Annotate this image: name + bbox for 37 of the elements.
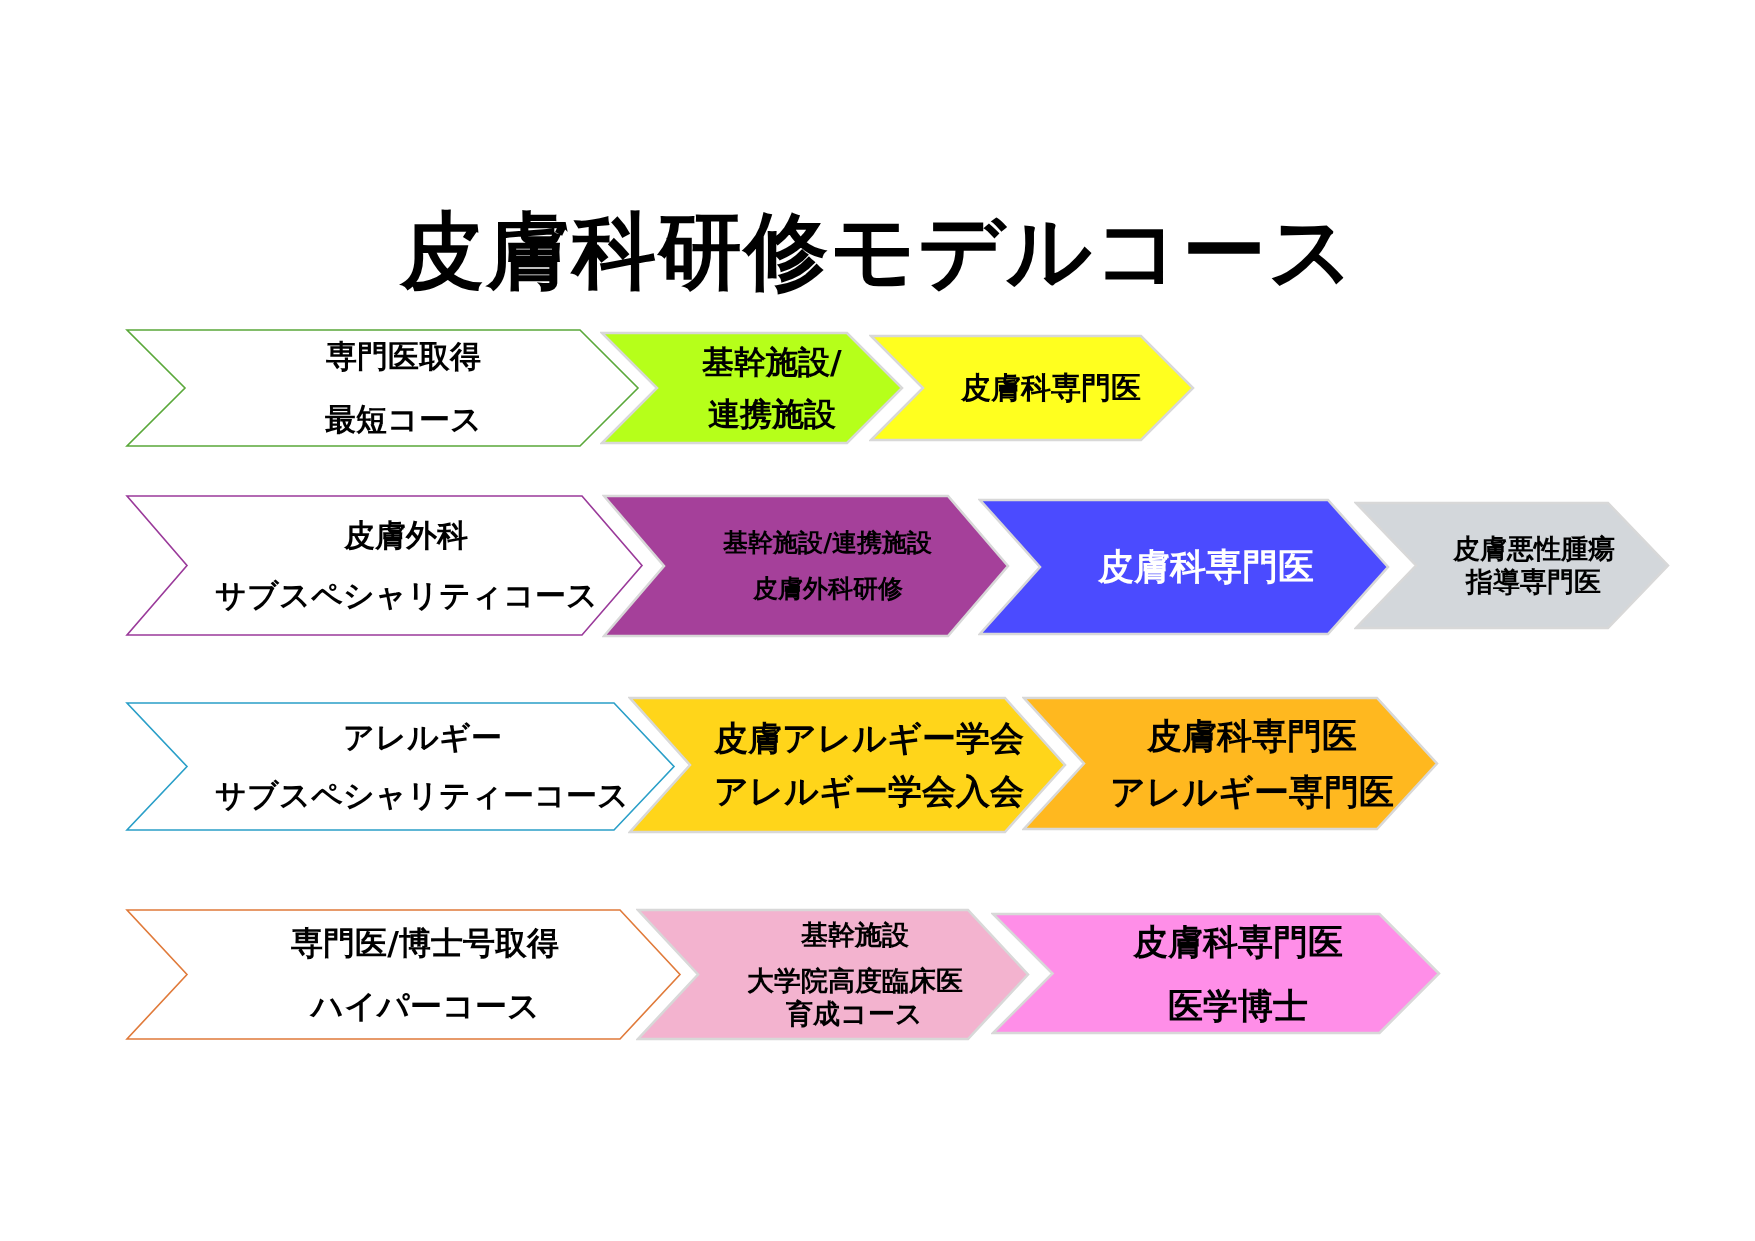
chevron-label: 基幹施設/ (702, 342, 842, 381)
process-step (1354, 501, 1670, 630)
chevron-label: 最短コース (325, 401, 482, 439)
chevron-label: 専門医取得 (326, 337, 481, 375)
process-step (125, 494, 644, 637)
chevron-label: サブスペシャリティコース (214, 576, 598, 614)
chevron-label: アレルギー (342, 719, 502, 757)
chevron-label: アレルギー学会入会 (714, 771, 1025, 812)
chevron-label: アレルギー専門医 (1110, 770, 1395, 813)
chevron-label: サブスペシャリティーコース (215, 776, 630, 814)
chevron-label: 皮膚科専門医 (960, 370, 1141, 406)
chevron-label: 皮膚科専門医 (1147, 714, 1358, 757)
process-step (869, 334, 1195, 442)
process-step (628, 696, 1067, 834)
chevron-label: 皮膚科専門医 (1097, 545, 1314, 589)
process-step (978, 498, 1390, 636)
chevron-label: 専門医/博士号取得 (291, 924, 560, 963)
chevron-label: 皮膚アレルギー学会 (714, 718, 1025, 759)
process-step (602, 494, 1010, 638)
chevron-label: 基幹施設/連携施設 (723, 528, 933, 558)
process-step (125, 908, 682, 1041)
chevron-label: ハイパーコース (310, 986, 540, 1025)
process-step (991, 912, 1441, 1035)
chevron-label: 皮膚外科研修 (752, 574, 903, 604)
process-step (125, 328, 640, 448)
chevron-label: 皮膚悪性腫瘍指導専門医 (1451, 533, 1616, 598)
process-step (1022, 696, 1439, 831)
chevron-label: 皮膚科専門医 (1132, 920, 1343, 963)
chevron-label: 大学院高度臨床医育成コース (745, 965, 964, 1031)
process-step (636, 908, 1030, 1041)
chevron-label: 医学博士 (1167, 984, 1308, 1027)
chevron-label: 皮膚外科 (344, 517, 469, 555)
process-step (125, 701, 676, 832)
title: 皮膚科研修モデルコース (398, 201, 1357, 302)
chevron-label: 連携施設 (707, 395, 836, 434)
process-step (600, 331, 904, 445)
chevron-label: 基幹施設 (800, 918, 909, 952)
